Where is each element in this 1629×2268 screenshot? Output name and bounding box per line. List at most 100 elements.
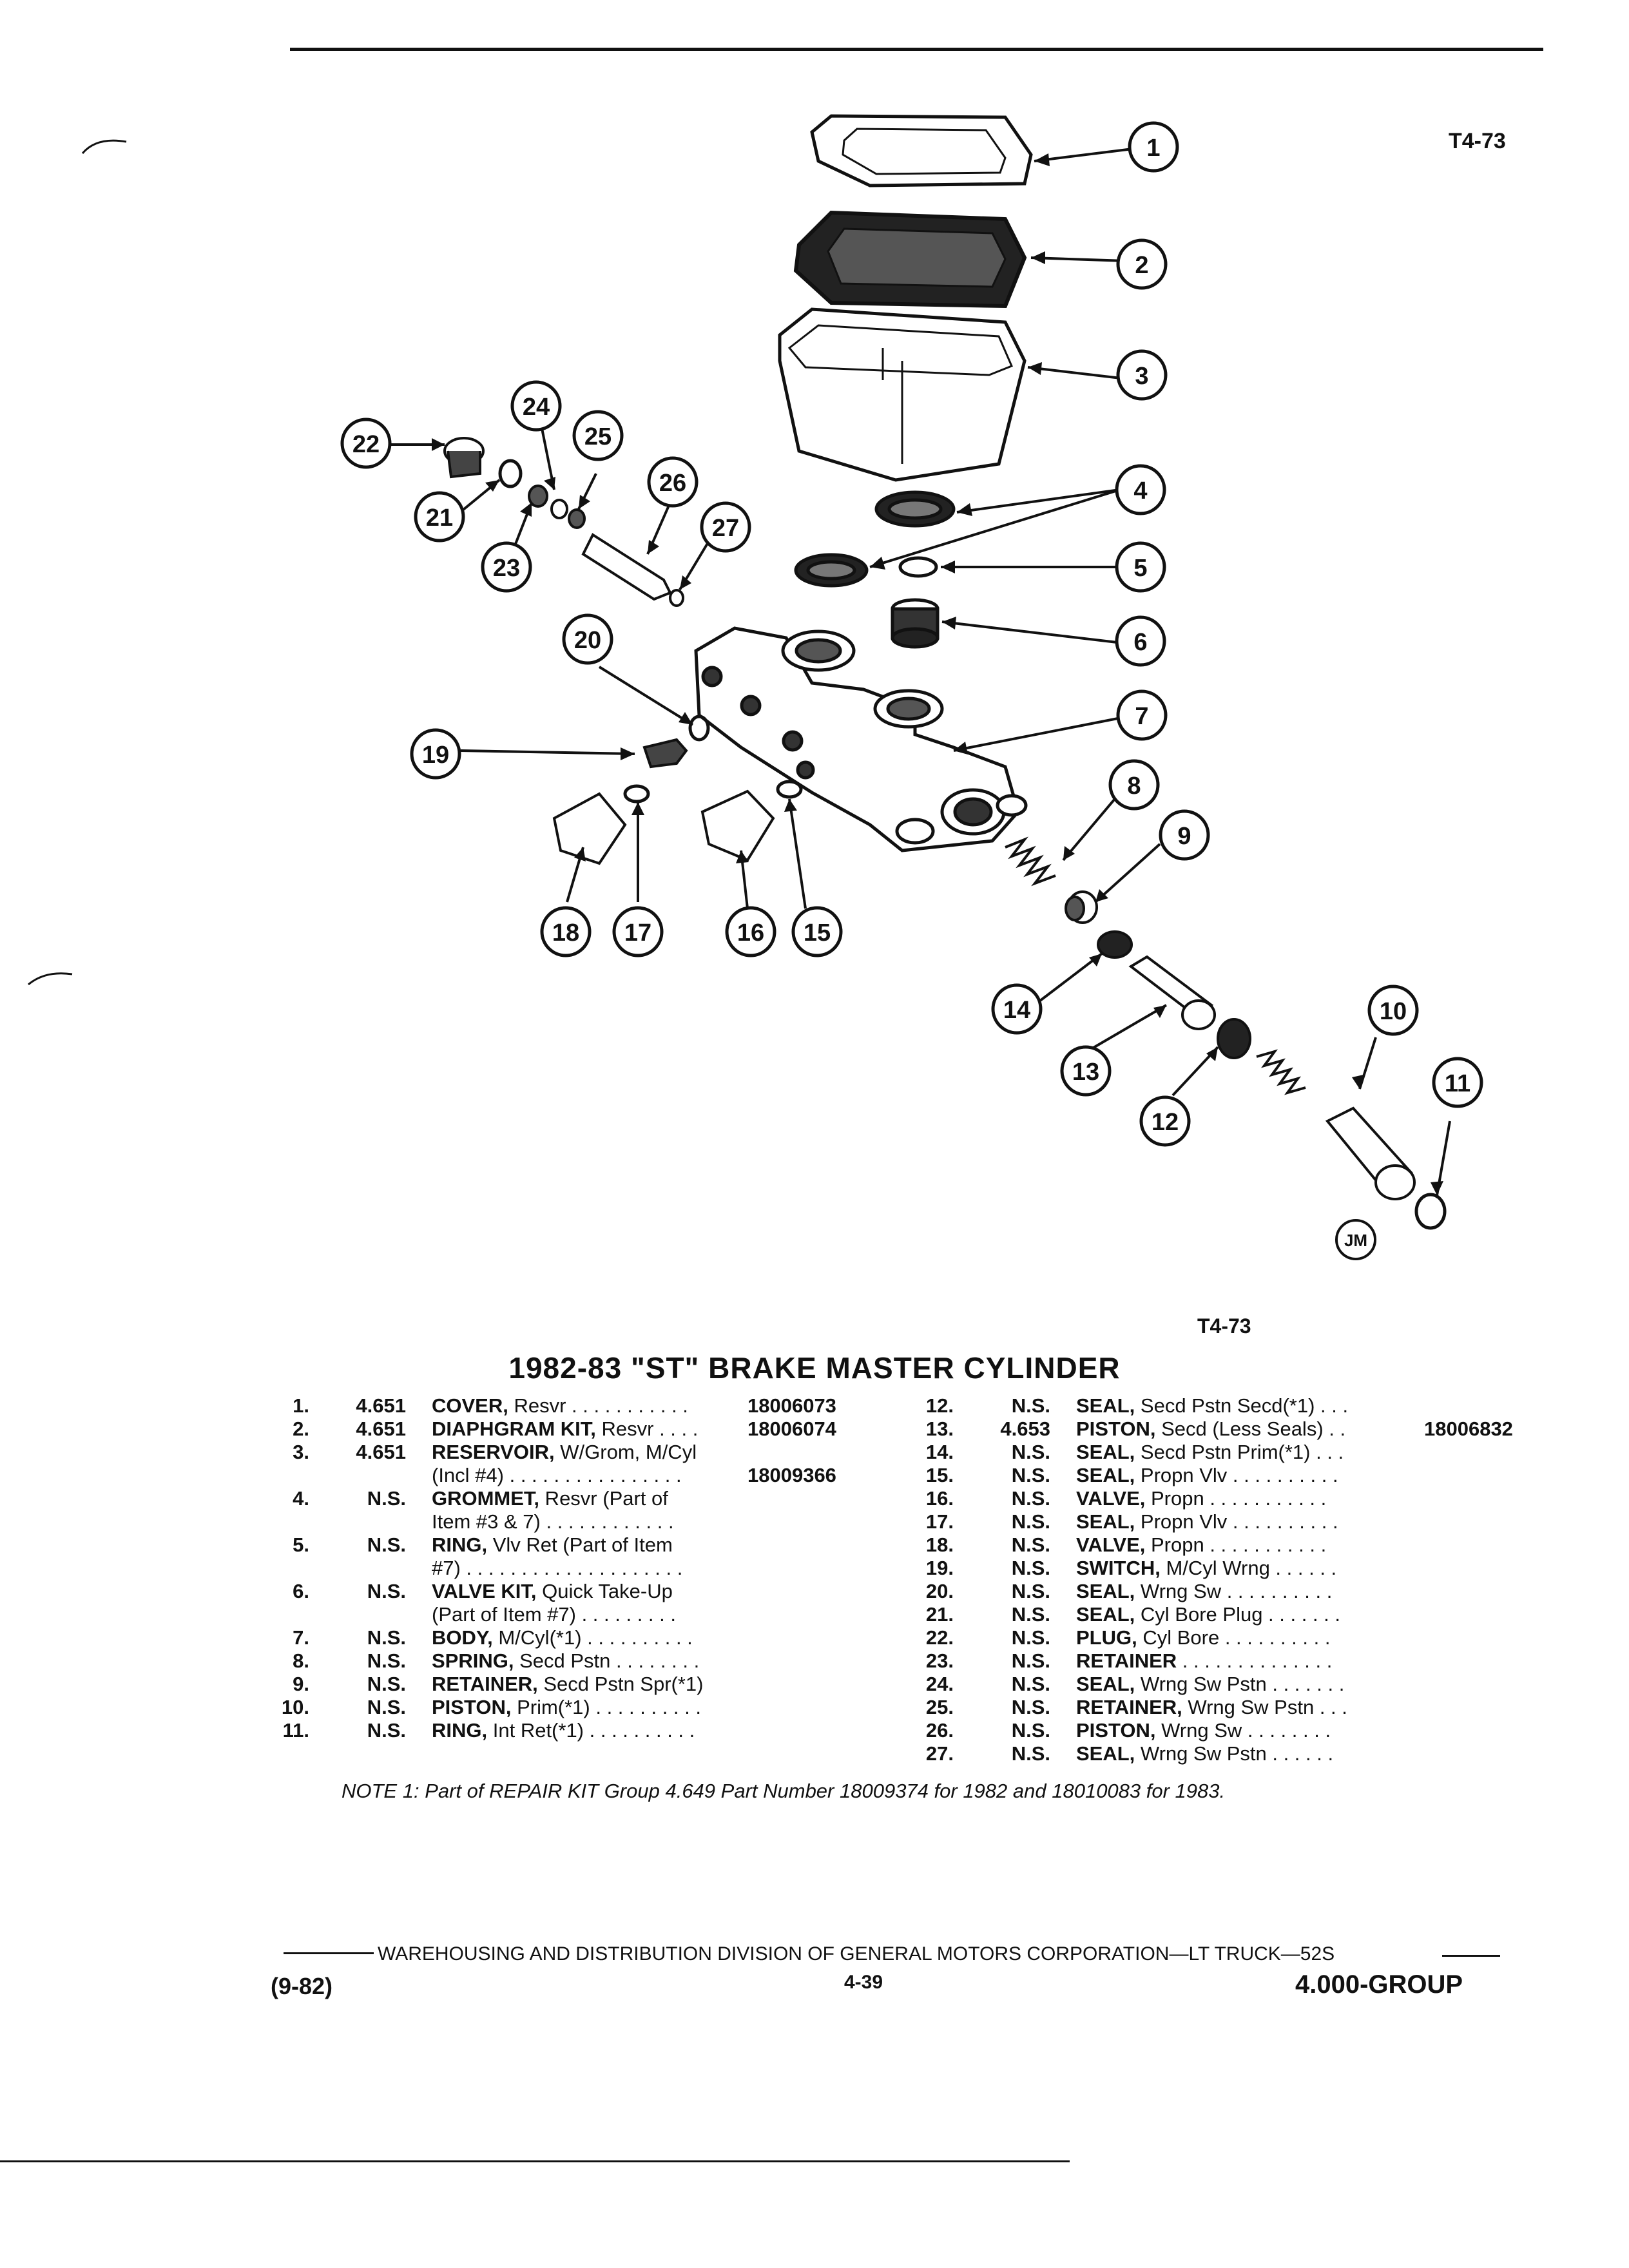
part-row: 21.N.S.SEAL, Cyl Bore Plug . . . . . . .: [915, 1603, 1559, 1626]
part-name: BODY,: [432, 1626, 493, 1649]
part-number: 18006073: [747, 1394, 836, 1417]
footer-date: (9-82): [271, 1973, 333, 1999]
part-seal-17: [623, 784, 650, 803]
group-number: N.S.: [1011, 1441, 1050, 1463]
group-number: N.S.: [1011, 1696, 1050, 1718]
part-row: 6.N.S.VALVE KIT, Quick Take-Up: [271, 1580, 889, 1603]
callout-26: 26: [659, 470, 686, 497]
part-description: Item #3 & 7) . . . . . . . . . . . .: [432, 1510, 674, 1533]
item-number: 8.: [293, 1649, 309, 1672]
part-seal-12: [1217, 1018, 1251, 1059]
item-number: 13.: [925, 1418, 954, 1440]
part-seal-15: [776, 780, 803, 799]
group-number: N.S.: [1011, 1626, 1050, 1649]
part-name: SEAL,: [1076, 1464, 1135, 1486]
callout-8: 8: [1127, 773, 1141, 800]
binder-mark-2: [28, 972, 73, 986]
item-number: 19.: [925, 1557, 954, 1579]
part-name: SEAL,: [1076, 1742, 1135, 1765]
part-row: 10.N.S.PISTON, Prim(*1) . . . . . . . . …: [271, 1696, 889, 1719]
callout-labels: 1 2 3 4 5 6 7 8 9 10 11 12 13 14 15 16 1…: [352, 135, 1470, 1136]
group-number: 4.651: [356, 1418, 406, 1440]
part-description: RING, Int Ret(*1) . . . . . . . . . .: [432, 1719, 695, 1742]
artist-mark: [1335, 1219, 1376, 1260]
part-name: SWITCH,: [1076, 1557, 1161, 1579]
part-valve-16: [700, 789, 775, 862]
item-number: 10.: [281, 1696, 309, 1718]
item-number: 9.: [293, 1673, 309, 1695]
part-row: 5.N.S.RING, Vlv Ret (Part of Item: [271, 1533, 889, 1557]
item-number: 5.: [293, 1533, 309, 1556]
callout-11: 11: [1445, 1070, 1470, 1097]
part-row: 17.N.S.SEAL, Propn Vlv . . . . . . . . .…: [915, 1510, 1559, 1533]
callout-17: 17: [624, 919, 651, 947]
item-number: 27.: [925, 1742, 954, 1765]
part-description: SEAL, Cyl Bore Plug . . . . . . .: [1076, 1603, 1341, 1626]
part-row: 14.N.S.SEAL, Secd Pstn Prim(*1) . . .: [915, 1441, 1559, 1464]
part-description: (Incl #4) . . . . . . . . . . . . . . . …: [432, 1464, 682, 1486]
group-number: 4.653: [1000, 1418, 1050, 1440]
callout-19: 19: [422, 742, 449, 769]
part-seal-21: [498, 459, 523, 488]
part-row: 7.N.S.BODY, M/Cyl(*1) . . . . . . . . . …: [271, 1626, 889, 1649]
item-number: 4.: [293, 1487, 309, 1510]
callout-21: 21: [426, 505, 453, 532]
callout-15: 15: [804, 919, 831, 947]
footer-group: 4.000-GROUP: [1295, 1970, 1463, 1999]
part-description: SPRING, Secd Pstn . . . . . . . .: [432, 1649, 700, 1672]
part-row: 11.N.S.RING, Int Ret(*1) . . . . . . . .…: [271, 1719, 889, 1742]
callout-5: 5: [1133, 555, 1147, 582]
part-valve-18: [552, 792, 627, 865]
figure-code-bottom: T4-73: [1197, 1314, 1251, 1338]
part-row: 27.N.S.SEAL, Wrng Sw Pstn . . . . . .: [915, 1742, 1559, 1765]
part-diaphragm-kit: [793, 210, 1027, 309]
part-number: 18006074: [747, 1418, 836, 1440]
repair-kit-note: NOTE 1: Part of REPAIR KIT Group 4.649 P…: [342, 1780, 1226, 1802]
callout-24: 24: [523, 394, 550, 421]
part-ring: [898, 556, 938, 578]
part-name: RING,: [432, 1533, 488, 1556]
part-number: 18009366: [747, 1464, 836, 1486]
part-row: 18.N.S.VALVE, Propn . . . . . . . . . . …: [915, 1533, 1559, 1557]
part-row: 26.N.S.PISTON, Wrng Sw . . . . . . . .: [915, 1719, 1559, 1742]
footer-division: WAREHOUSING AND DISTRIBUTION DIVISION OF…: [378, 1943, 1335, 1965]
callout-13: 13: [1072, 1059, 1099, 1086]
part-description: BODY, M/Cyl(*1) . . . . . . . . . .: [432, 1626, 693, 1649]
part-row: 23.N.S.RETAINER . . . . . . . . . . . . …: [915, 1649, 1559, 1673]
part-description: RESERVOIR, W/Grom, M/Cyl: [432, 1441, 697, 1463]
part-name: SEAL,: [1076, 1441, 1135, 1463]
footer-rule-left: [284, 1952, 374, 1954]
callout-2: 2: [1135, 252, 1148, 279]
part-retainer-23: [528, 485, 548, 508]
callout-20: 20: [574, 627, 601, 654]
part-name: RETAINER: [1076, 1649, 1177, 1672]
part-cover: [810, 114, 1033, 187]
item-number: 14.: [925, 1441, 954, 1463]
part-seal-14: [1097, 930, 1133, 959]
part-name: VALVE,: [1076, 1533, 1146, 1556]
part-row: 25.N.S.RETAINER, Wrng Sw Pstn . . .: [915, 1696, 1559, 1719]
group-number: N.S.: [367, 1487, 406, 1510]
part-row: 8.N.S.SPRING, Secd Pstn . . . . . . . .: [271, 1649, 889, 1673]
part-piston-prim: [1256, 1049, 1416, 1200]
item-number: 11.: [282, 1719, 309, 1742]
bottom-rule: [0, 2160, 1070, 2162]
part-body: [694, 626, 1028, 852]
part-row: 4.N.S.GROMMET, Resvr (Part of: [271, 1487, 889, 1510]
group-number: N.S.: [1011, 1394, 1050, 1417]
item-number: 25.: [925, 1696, 954, 1718]
group-number: N.S.: [1011, 1719, 1050, 1742]
group-number: N.S.: [367, 1696, 406, 1718]
callout-circles: [340, 121, 1483, 1147]
part-name: PISTON,: [432, 1696, 512, 1718]
part-description: SEAL, Wrng Sw . . . . . . . . . .: [1076, 1580, 1333, 1602]
item-number: 17.: [925, 1510, 954, 1533]
part-description: VALVE, Propn . . . . . . . . . . .: [1076, 1533, 1327, 1556]
callout-6: 6: [1133, 629, 1147, 656]
part-row: 16.N.S.VALVE, Propn . . . . . . . . . . …: [915, 1487, 1559, 1510]
part-name: DIAPHGRAM KIT,: [432, 1418, 596, 1440]
group-number: N.S.: [367, 1580, 406, 1602]
part-description: RING, Vlv Ret (Part of Item: [432, 1533, 673, 1556]
